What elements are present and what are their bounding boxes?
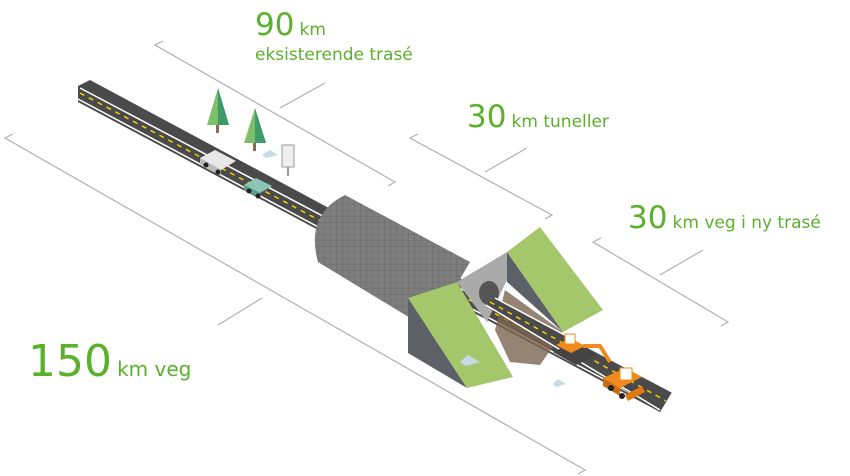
existing-unit: km (299, 20, 326, 40)
bracket-new-road (591, 237, 730, 327)
bulldozer-icon (603, 367, 645, 401)
car-icon (244, 178, 272, 199)
excavator-icon (553, 333, 612, 365)
new-road-unit: km veg i ny trasé (672, 213, 821, 233)
total-number: 150 (28, 336, 112, 387)
truck-icon (200, 150, 236, 176)
label-total-road: 150 km veg (28, 340, 191, 384)
total-unit: km veg (117, 357, 192, 381)
bracket-tunnels (408, 133, 554, 220)
tunnels-unit: km tuneller (511, 112, 609, 132)
existing-text: eksisterende trasé (255, 45, 413, 65)
tree-icon (244, 108, 266, 151)
rock-icon (460, 355, 480, 366)
cut-slope-right (507, 227, 603, 332)
bracket-total (3, 133, 587, 475)
cut-slope-left (408, 282, 513, 388)
bracket-existing (153, 40, 397, 187)
road-sign-icon (281, 144, 295, 176)
tunnels-number: 30 (467, 99, 507, 135)
existing-number: 90 (255, 7, 295, 43)
rock-icon (553, 379, 566, 387)
rock-icon (262, 150, 278, 158)
bracket-lines (3, 40, 730, 475)
label-existing-route: 90 km eksisterende trasé (255, 10, 413, 64)
tree-icon (207, 88, 229, 133)
new-road-number: 30 (628, 200, 668, 236)
label-new-road: 30 km veg i ny trasé (628, 203, 821, 234)
label-tunnels: 30 km tuneller (467, 102, 609, 133)
